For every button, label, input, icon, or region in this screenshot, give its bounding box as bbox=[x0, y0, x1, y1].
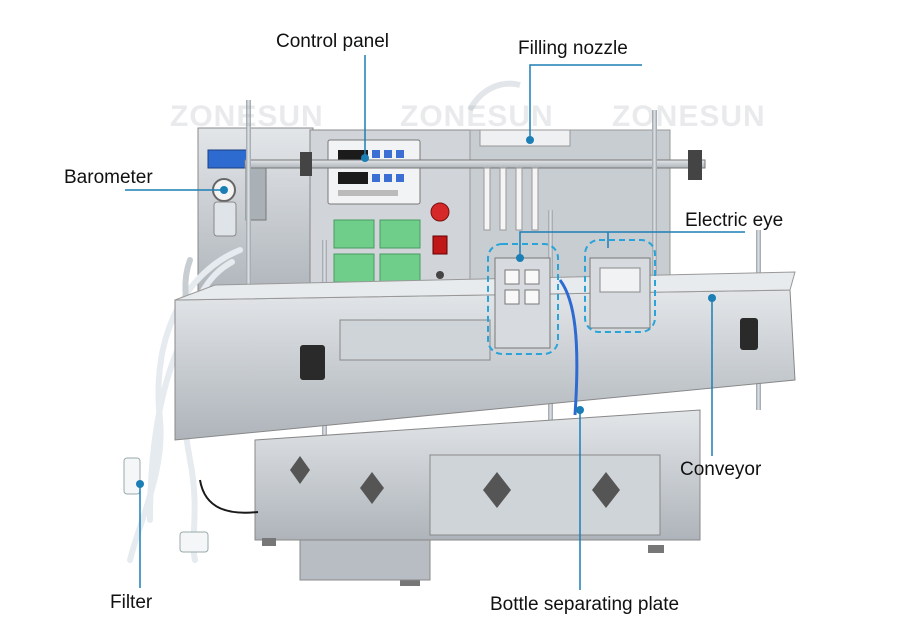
power-cable bbox=[199, 479, 259, 514]
electric-eye-brackets bbox=[494, 257, 651, 416]
label-filling-nozzle: Filling nozzle bbox=[518, 38, 628, 59]
label-bottle-separating-plate: Bottle separating plate bbox=[490, 594, 680, 615]
label-barometer: Barometer bbox=[64, 167, 153, 188]
watermark-right: ZONESUN bbox=[612, 100, 766, 133]
label-electric-eye: Electric eye bbox=[685, 210, 784, 231]
electric-eye-highlight bbox=[487, 239, 656, 355]
callout-dots bbox=[136, 136, 716, 488]
label-conveyor: Conveyor bbox=[680, 459, 762, 480]
conveyor-bed bbox=[174, 271, 796, 441]
label-control-panel: Control panel bbox=[276, 31, 390, 52]
emergency-stop bbox=[430, 202, 450, 279]
label-filter: Filter bbox=[110, 592, 153, 613]
leader-lines bbox=[125, 55, 745, 590]
watermark-left: ZONESUN bbox=[170, 100, 324, 133]
watermark-center: ZONESUN bbox=[400, 100, 554, 133]
filter-parts bbox=[123, 457, 209, 553]
control-panel bbox=[327, 139, 421, 205]
green-info-panels bbox=[333, 219, 421, 283]
base-cabinet bbox=[254, 409, 701, 586]
nozzle-rail bbox=[244, 80, 706, 231]
